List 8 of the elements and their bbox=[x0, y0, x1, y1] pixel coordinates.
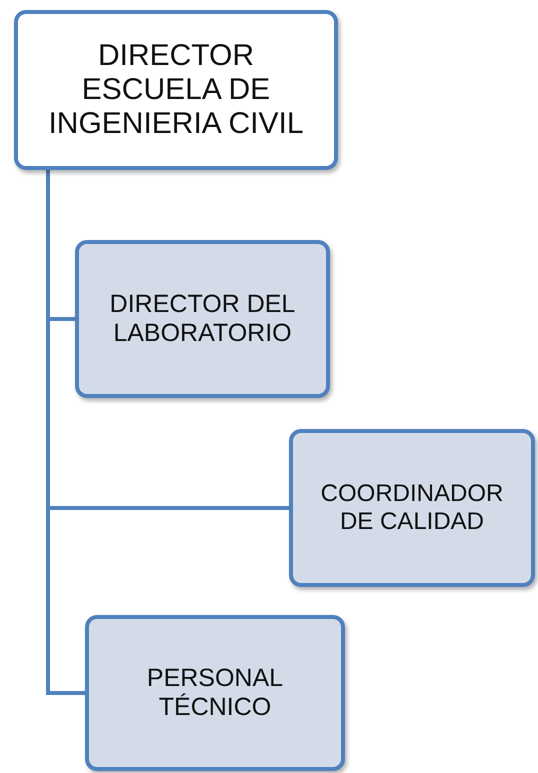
box-label: DIRECTOR ESCUELA DE INGENIERIA CIVIL bbox=[47, 39, 305, 141]
box-label: COORDINADOR DE CALIDAD bbox=[320, 480, 504, 536]
org-chart-box bbox=[85, 615, 345, 771]
org-chart-box bbox=[14, 10, 338, 170]
box-label: PERSONAL TÉCNICO bbox=[146, 664, 284, 722]
org-chart-box bbox=[75, 240, 330, 398]
org-chart-box bbox=[289, 429, 535, 587]
box-label: DIRECTOR DEL LABORATORIO bbox=[108, 290, 296, 348]
